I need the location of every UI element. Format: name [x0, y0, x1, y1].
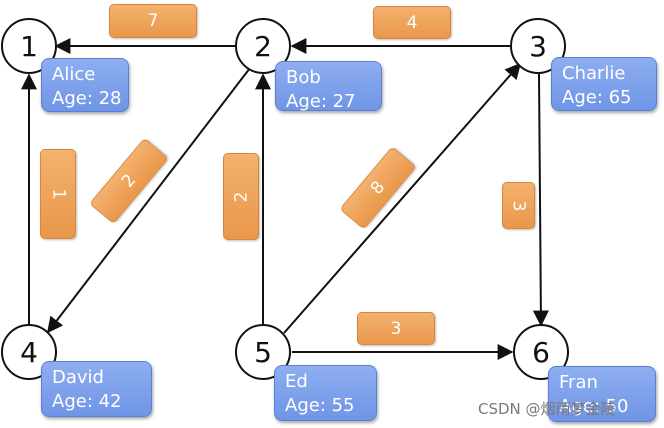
- node-age: Age: 50: [559, 396, 629, 417]
- weight-label-2-1: 7: [109, 4, 197, 38]
- weight-label-5-2: 2: [223, 153, 259, 240]
- edge-5-to-3: [283, 62, 522, 334]
- node-name: Fran: [559, 372, 598, 393]
- watermark: CSDN @烟雨梦金陵: [478, 400, 616, 418]
- node-age: Age: 65: [562, 87, 632, 108]
- node-name: Alice: [52, 64, 96, 85]
- node-age: Age: 27: [286, 91, 356, 112]
- node-1-label: 1: [20, 30, 38, 63]
- node-6-label: 6: [532, 336, 550, 369]
- node-6: 6: [513, 324, 569, 380]
- node-5-label: 5: [254, 336, 272, 369]
- node-name: Bob: [286, 67, 321, 88]
- edge-2-to-4: [47, 67, 251, 334]
- node-2: 2: [235, 18, 291, 74]
- node-2-label: 2: [254, 30, 272, 63]
- node-info-2: Bob Age: 27: [275, 61, 382, 112]
- node-age: Age: 28: [52, 88, 122, 109]
- node-name: David: [52, 367, 104, 388]
- node-4-label: 4: [20, 336, 38, 369]
- weight-label-3-6: 3: [502, 182, 535, 229]
- node-age: Age: 42: [52, 391, 122, 412]
- node-info-6: Fran Age: 50: [548, 366, 656, 422]
- node-info-4: David Age: 42: [41, 361, 152, 417]
- node-name: Charlie: [562, 63, 626, 84]
- edge-3-to-6: [532, 73, 549, 327]
- weight-label-3-2: 4: [373, 6, 451, 39]
- node-name: Ed: [285, 371, 308, 392]
- node-info-5: Ed Age: 55: [274, 365, 377, 421]
- weight-label-5-6: 3: [357, 312, 435, 345]
- node-info-1: Alice Age: 28: [41, 58, 129, 112]
- node-info-3: Charlie Age: 65: [551, 57, 657, 111]
- node-3-label: 3: [529, 30, 547, 63]
- node-age: Age: 55: [285, 395, 355, 416]
- weight-label-4-1: 1: [40, 149, 76, 239]
